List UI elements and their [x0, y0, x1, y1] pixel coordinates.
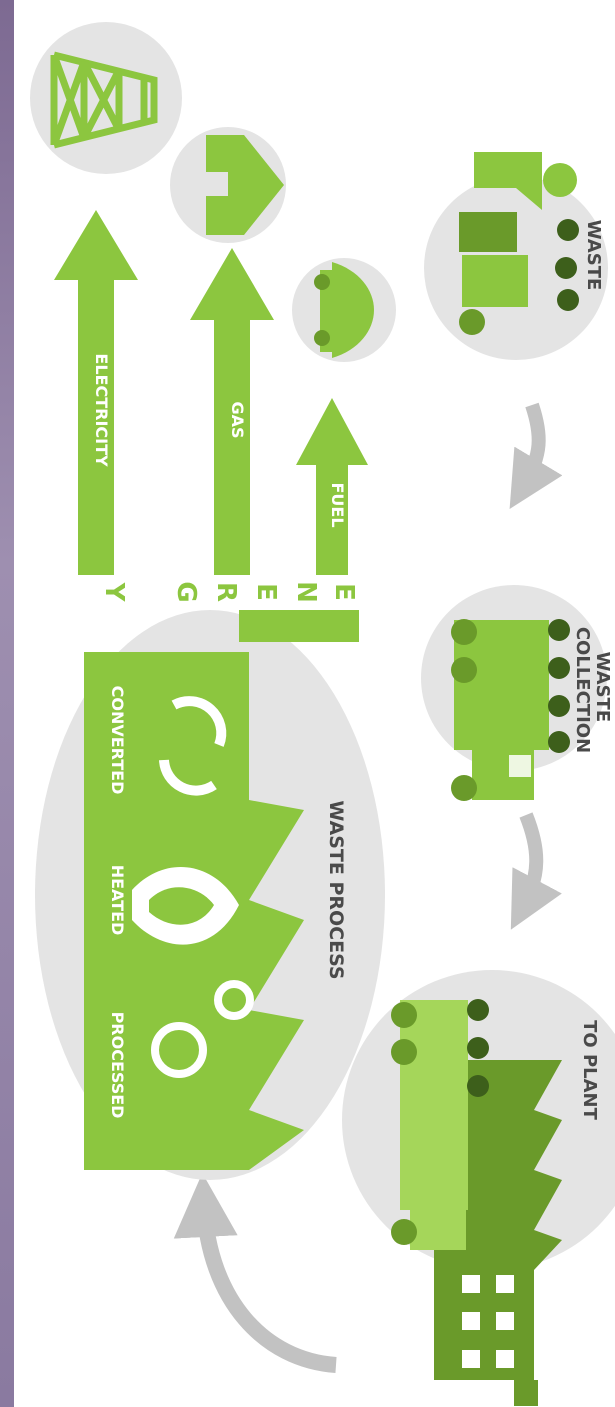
energy-letter: E [329, 583, 359, 601]
energy-letter: E [251, 583, 281, 601]
flow-arrow-collection-to-plant [524, 815, 536, 905]
energy-letter: R [211, 582, 241, 602]
energy-outputs: E N E R G Y FUEL GAS ELECTRICITY [30, 22, 396, 603]
waste-step: WASTE [424, 152, 608, 360]
waste-to-energy-diagram: WASTE WASTE COLLECTION [14, 0, 615, 1407]
waste-process-step: WASTE PROCESS CONVERTED HEATED PROCESSED [35, 610, 385, 1180]
to-plant-step: TO PLANT [342, 970, 615, 1406]
factory-with-truck-icon [391, 999, 562, 1406]
heated-label: HEATED [108, 865, 127, 936]
energy-word: E N E R G Y [99, 581, 359, 603]
flow-arrow-plant-to-process [204, 1205, 336, 1365]
to-plant-label: TO PLANT [579, 1020, 600, 1121]
gas-label: GAS [228, 401, 247, 438]
energy-letter: G [171, 581, 201, 602]
energy-letter: N [291, 581, 321, 603]
waste-process-label: WASTE PROCESS [325, 800, 347, 979]
processed-label: PROCESSED [108, 1012, 127, 1119]
fuel-label: FUEL [328, 482, 347, 527]
waste-label: WASTE [583, 220, 604, 291]
electricity-label: ELECTRICITY [92, 353, 111, 467]
energy-letter: Y [99, 582, 129, 603]
collection-step: WASTE COLLECTION [421, 585, 613, 801]
collection-label: WASTE COLLECTION [572, 627, 613, 753]
converted-label: CONVERTED [108, 686, 127, 795]
flow-arrow-waste-to-collection [524, 405, 539, 485]
sidebar-strip [0, 0, 14, 1407]
